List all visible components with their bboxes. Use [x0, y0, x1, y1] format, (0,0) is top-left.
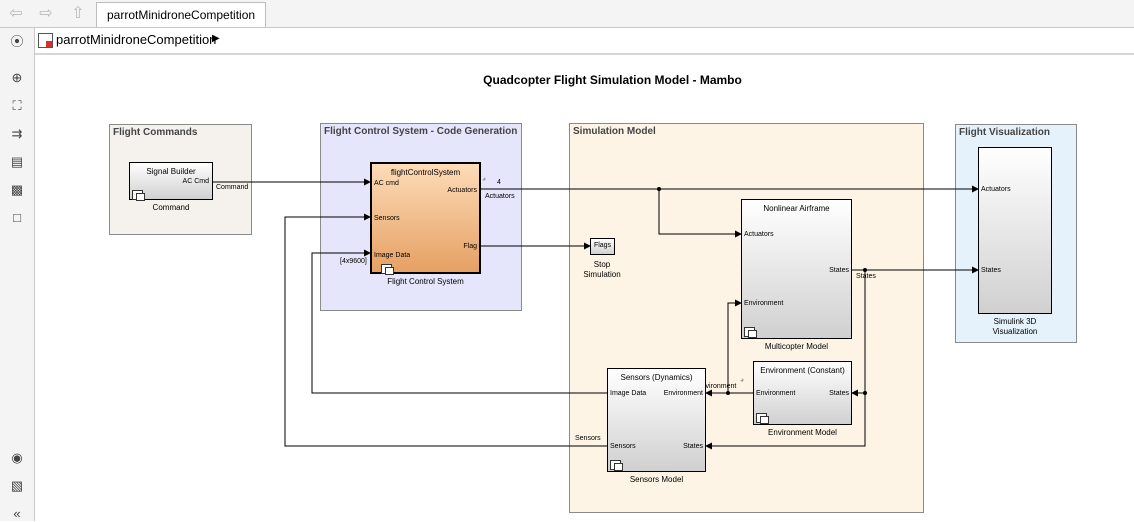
- port-actuators-out: Actuators: [447, 187, 477, 194]
- subsystem-ref-icon: [132, 190, 145, 201]
- signal-label-image-dims: [4x9600]: [340, 258, 367, 265]
- signal-actuators-airframe: [658, 189, 742, 238]
- top-bar: ⇦ ⇨ ⇧ parrotMinidroneCompetition: [0, 0, 1134, 28]
- signal-image-data-fcs: [311, 249, 607, 394]
- wireless-icon: ◕: [482, 176, 487, 183]
- model-browser-icon[interactable]: ⦿: [10, 34, 24, 49]
- environment-block[interactable]: Environment (Constant) Environment State…: [753, 361, 852, 425]
- sensors-block-name: Sensors Model: [629, 475, 684, 484]
- arrow-left-icon[interactable]: ⇦: [9, 5, 23, 22]
- subsystem-ref-icon: [744, 327, 757, 338]
- camera-icon[interactable]: ◉: [11, 450, 23, 465]
- port-airframe-actuators-in: Actuators: [744, 231, 774, 238]
- environment-block-name: Environment Model: [768, 428, 837, 437]
- viz-block-name-line2: Visualization: [992, 327, 1038, 336]
- port-ac-cmd-in: AC cmd: [374, 180, 399, 187]
- port-environment-states-in: States: [829, 390, 849, 397]
- sensors-block-title: Sensors (Dynamics): [620, 373, 693, 382]
- signal-builder-title: Signal Builder: [146, 167, 196, 176]
- annotation-icon[interactable]: ▤: [10, 154, 24, 169]
- port-viz-actuators-in: Actuators: [981, 186, 1011, 193]
- zoom-in-icon[interactable]: ⊕: [11, 70, 23, 85]
- breadcrumb-item-model[interactable]: parrotMinidroneCompetition: [56, 32, 217, 47]
- breadcrumb-arrow-icon[interactable]: ▶: [212, 33, 220, 44]
- port-airframe-states-out: States: [829, 267, 849, 274]
- subsystem-ref-icon: [756, 413, 769, 424]
- arrow-right-icon[interactable]: ⇨: [39, 5, 53, 22]
- signal-label-environment: Environment: [697, 383, 737, 390]
- command-block-name: Command: [152, 203, 190, 212]
- wireless-icon: ◕: [740, 377, 745, 384]
- port-sensors-in: Sensors: [374, 215, 400, 222]
- simulink-3d-visualization-block[interactable]: Actuators States: [978, 147, 1052, 314]
- stop-block-name-line2: Simulation: [583, 270, 621, 279]
- fit-to-view-icon[interactable]: ⛶: [12, 98, 22, 113]
- port-airframe-environment-in: Environment: [744, 300, 784, 307]
- model-icon: [38, 33, 53, 48]
- properties-icon[interactable]: ▧: [10, 478, 24, 493]
- signal-label-command: Command: [216, 184, 249, 191]
- viz-block-name-line1: Simulink 3D: [993, 317, 1037, 326]
- fcs-block-title: flightControlSystem: [390, 168, 461, 177]
- area-title-simulation: Simulation Model: [573, 126, 656, 137]
- signal-sensors-fcs: [284, 213, 607, 447]
- image-icon[interactable]: ▩: [10, 182, 24, 197]
- model-title: Quadcopter Flight Simulation Model - Mam…: [483, 73, 742, 87]
- port-sensors-states-in: States: [683, 443, 703, 450]
- sensors-dynamics-block[interactable]: Sensors (Dynamics) Image Data Environmen…: [607, 368, 706, 472]
- signal-environment-airframe: [727, 299, 742, 393]
- stop-simulation-block[interactable]: Flags: [590, 238, 615, 255]
- breadcrumb: parrotMinidroneCompetition ▶: [34, 28, 1134, 55]
- area-title-visualization: Flight Visualization: [959, 127, 1050, 138]
- signal-builder-block[interactable]: Signal Builder AC Cmd: [129, 162, 213, 201]
- double-chevron-left-icon[interactable]: «: [13, 506, 21, 521]
- left-toolbar: ⦿ ⊕ ⛶ ⇉ ▤ ▩ □ ◉ ▧ «: [0, 28, 35, 521]
- signal-label-states: States: [856, 273, 876, 280]
- signal-label-actuators-width: 4: [497, 179, 501, 186]
- port-flag-out: Flag: [463, 243, 477, 250]
- arrows-icon[interactable]: ⇉: [11, 126, 23, 141]
- environment-block-title: Environment (Constant): [760, 366, 845, 375]
- model-canvas[interactable]: Quadcopter Flight Simulation Model - Mam…: [35, 56, 1134, 521]
- airframe-block-title: Nonlinear Airframe: [763, 204, 830, 213]
- port-environment-out: Environment: [756, 390, 796, 397]
- flight-control-system-block[interactable]: flightControlSystem AC cmd Sensors Image…: [370, 162, 481, 275]
- port-image-data-out: Image Data: [610, 390, 647, 397]
- signal-lines: [213, 178, 979, 450]
- fcs-block-name: Flight Control System: [387, 277, 464, 286]
- tab-model[interactable]: parrotMinidroneCompetition: [96, 2, 267, 27]
- stop-block-name-line1: Stop: [593, 260, 611, 269]
- signal-label-actuators: Actuators: [485, 193, 515, 200]
- port-sensors-environment-in: Environment: [663, 390, 703, 397]
- multicopter-block-name: Multicopter Model: [764, 342, 829, 351]
- nonlinear-airframe-block[interactable]: Nonlinear Airframe Actuators Environment…: [741, 199, 852, 339]
- area-title-flight-commands: Flight Commands: [113, 127, 198, 138]
- flags-block-title: Flags: [593, 242, 612, 249]
- subsystem-ref-icon: [610, 460, 623, 471]
- port-sensors-out: Sensors: [610, 443, 636, 450]
- model-ref-icon: [381, 264, 394, 275]
- signal-label-sensors: Sensors: [575, 435, 601, 442]
- area-title-fcs: Flight Control System - Code Generation: [324, 126, 518, 137]
- area-icon[interactable]: □: [13, 210, 21, 225]
- port-ac-cmd-out: AC Cmd: [182, 178, 209, 185]
- signal-states-sensors: [705, 270, 866, 450]
- port-image-data-in: Image Data: [374, 252, 411, 259]
- port-viz-states-in: States: [981, 267, 1001, 274]
- arrow-up-icon[interactable]: ⇧: [71, 5, 85, 22]
